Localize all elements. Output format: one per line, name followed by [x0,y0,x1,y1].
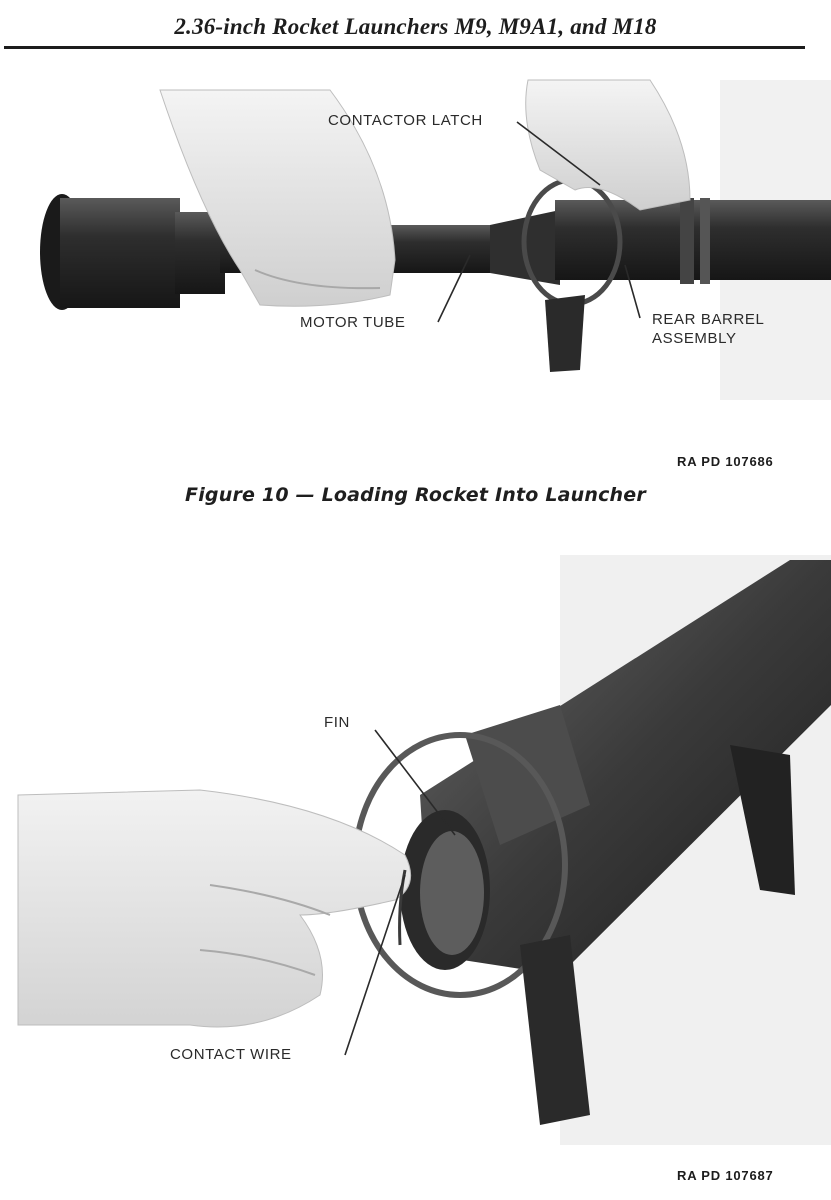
callout-rear-barrel-line2: ASSEMBLY [652,330,737,347]
page-header: 2.36-inch Rocket Launchers M9, M9A1, and… [0,0,831,52]
figure-11-illustration [0,555,831,1145]
callout-rear-barrel-line1: REAR BARREL [652,311,765,328]
figure-11-plate-number: RA PD 107687 [677,1168,774,1183]
callout-contactor-latch: CONTACTOR LATCH [328,112,483,129]
figure-10-plate-number: RA PD 107686 [677,454,774,469]
callout-fin: FIN [324,714,350,731]
figure-10-illustration [0,60,831,440]
figure-10-photo [0,60,831,440]
callout-contact-wire: CONTACT WIRE [170,1046,292,1063]
figure-11-photo [0,555,831,1145]
page-title: 2.36-inch Rocket Launchers M9, M9A1, and… [174,14,657,39]
figure-10-caption: Figure 10 — Loading Rocket Into Launcher [185,484,646,506]
header-rule [4,46,805,49]
callout-motor-tube: MOTOR TUBE [300,314,406,331]
